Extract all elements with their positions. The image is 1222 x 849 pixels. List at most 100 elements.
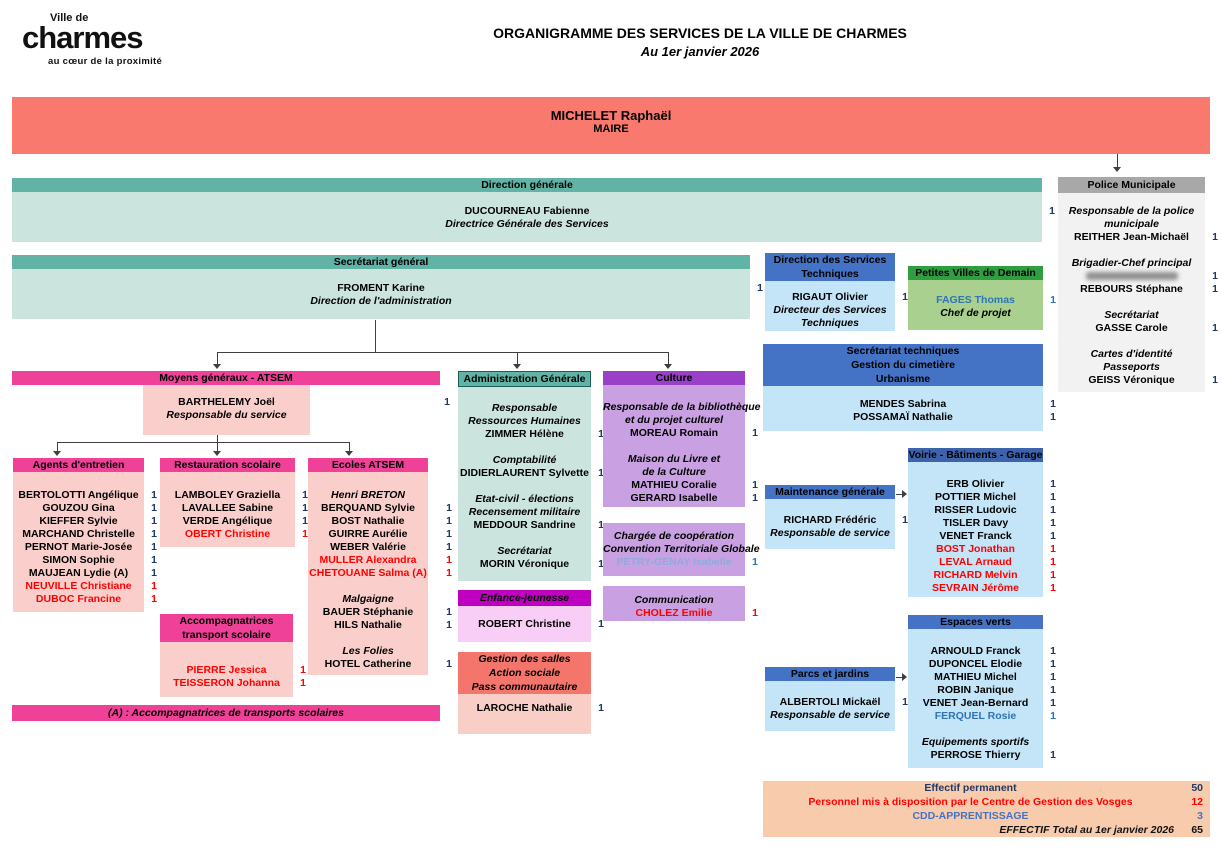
person-row: Communication <box>603 594 745 607</box>
box-title: Pass communautaire <box>471 681 578 693</box>
person-name: BERTOLOTTI Angélique <box>18 489 139 501</box>
role-label: Les Folies <box>342 645 394 657</box>
role-label: Brigadier-Chef principal <box>1071 257 1192 269</box>
headcount: 1 <box>752 427 758 439</box>
headcount: 1 <box>1050 530 1056 542</box>
headcount: 1 <box>446 567 452 579</box>
headcount: 1 <box>300 664 306 676</box>
spacer <box>908 723 1043 736</box>
person-name: WEBER Valérie <box>330 541 406 553</box>
headcount: 1 <box>1050 411 1056 423</box>
person-row: Secrétariat <box>1058 309 1205 322</box>
headcount: 1 <box>1050 684 1056 696</box>
headcount: 1 <box>151 541 157 553</box>
role-label: Convention Territoriale Globale <box>603 543 760 555</box>
headcount: 1 <box>446 541 452 553</box>
headcount: 1 <box>1050 398 1056 410</box>
headcount: 1 <box>598 702 604 714</box>
person-name: MEDDOUR Sandrine <box>473 519 576 531</box>
connector-parcs-espaces <box>896 677 902 678</box>
box-title: Action sociale <box>488 667 561 679</box>
person-row: de la Culture <box>603 466 745 479</box>
arrow-down-icon <box>513 364 521 369</box>
person-name: PERNOT Marie-Josée <box>24 541 133 553</box>
person-row: Responsable du service <box>143 409 310 422</box>
connector-drop-restauration <box>217 442 218 452</box>
person-row: Chef de projet <box>908 307 1043 320</box>
person-name: KIEFFER Sylvie <box>39 515 118 527</box>
box-title: Voirie - Bâtiments - Garage <box>908 449 1043 461</box>
person-name: OBERT Christine <box>184 528 271 540</box>
person-row: Etat-civil - élections <box>458 493 591 506</box>
box-title: Culture <box>655 372 693 384</box>
person-row: Directeur des Services <box>765 304 895 317</box>
person-name: GEISS Véronique <box>1088 374 1175 386</box>
person-name: HOTEL Catherine <box>324 658 412 670</box>
person-name: DUBOC Francine <box>35 593 122 605</box>
box-maire: MICHELET Raphaël MAIRE <box>12 97 1210 154</box>
role-label: Techniques <box>801 317 859 329</box>
person-name: SEVRAIN Jérôme <box>932 582 1019 594</box>
person-name: SIMON Sophie <box>42 554 115 566</box>
connector-branch-top <box>217 352 668 353</box>
connector-drop-culture <box>668 352 669 365</box>
box-title: Direction générale <box>481 179 573 191</box>
headcount: 1 <box>151 567 157 579</box>
connector-drop-moyens <box>217 352 218 365</box>
role-label: Passeports <box>1103 361 1160 373</box>
role-label: Responsable <box>491 402 558 414</box>
person-row: Directrice Générale des Services <box>12 218 1042 231</box>
person-row: Recensement militaire <box>458 506 591 519</box>
headcount: 1 <box>598 428 604 440</box>
box-title: Administration Générale <box>463 373 586 385</box>
headcount: 1 <box>902 696 908 708</box>
headcount: 1 <box>1050 658 1056 670</box>
person-row: Responsable de la police <box>1058 205 1205 218</box>
charmes-logo: Ville de charmes au cœur de la proximité <box>20 10 190 80</box>
person-name: ALBERTOLI Mickaël <box>779 696 881 708</box>
person-row: 1 <box>1058 270 1218 283</box>
headcount: 1 <box>1212 322 1218 334</box>
role-label: et du projet culturel <box>624 414 723 426</box>
person-name: POSSAMAÏ Nathalie <box>853 411 953 423</box>
role-label: Malgaigne <box>342 593 394 605</box>
spacer <box>458 532 591 545</box>
headcount: 1 <box>752 479 758 491</box>
headcount: 1 <box>1050 697 1056 709</box>
logo-ville-de: Ville de <box>50 12 89 24</box>
legend-bar: (A) : Accompagnatrices de transports sco… <box>12 705 440 721</box>
headcount: 1 <box>302 528 308 540</box>
role-label: Responsable de la police <box>1068 205 1195 217</box>
person-name: TEISSERON Johanna <box>173 677 280 689</box>
role-label: Responsable du service <box>166 409 287 421</box>
person-name: ROBERT Christine <box>478 618 571 630</box>
headcount: 1 <box>151 593 157 605</box>
person-row: Brigadier-Chef principal <box>1058 257 1205 270</box>
person-name: ERB Olivier <box>946 478 1005 490</box>
